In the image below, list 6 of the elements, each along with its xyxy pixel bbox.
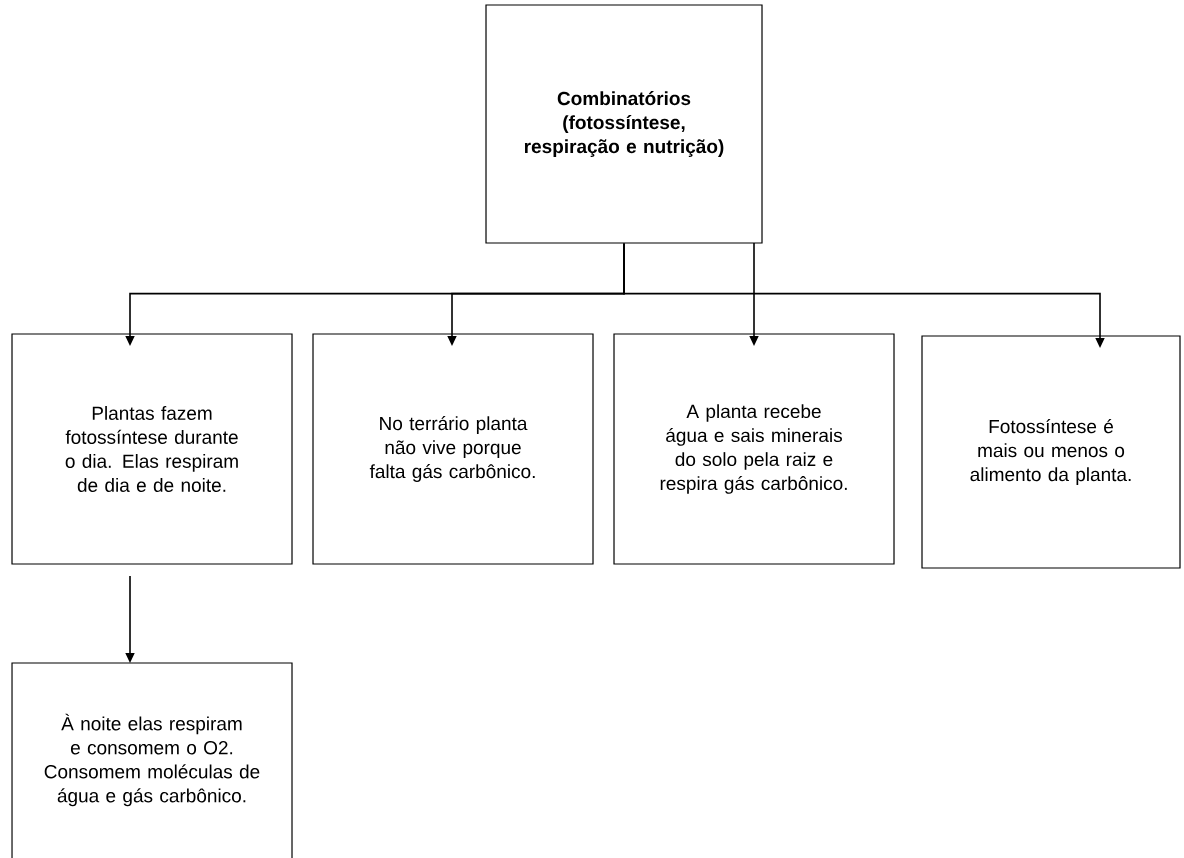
- process-box: Fotossíntese é mais ou menos o alimento da planta.: [921, 335, 1181, 569]
- process-box: No terrário planta não vive porque falta gás carbônico.: [312, 333, 594, 565]
- process-box: Combinatórios (fotossíntese, respiração e nutrição): [485, 4, 763, 244]
- text-box: À noite elas respiram e consomem o O2. Consomem moléculas de água e gás carbônico.: [11, 662, 293, 858]
- process-box: A planta recebe água e sais minerais do solo pela raiz e respira gás carbônico.: [613, 333, 895, 565]
- process-box: Plantas fazem fotossíntese durante o dia. Elas respiram de dia e de noite.: [11, 333, 293, 565]
